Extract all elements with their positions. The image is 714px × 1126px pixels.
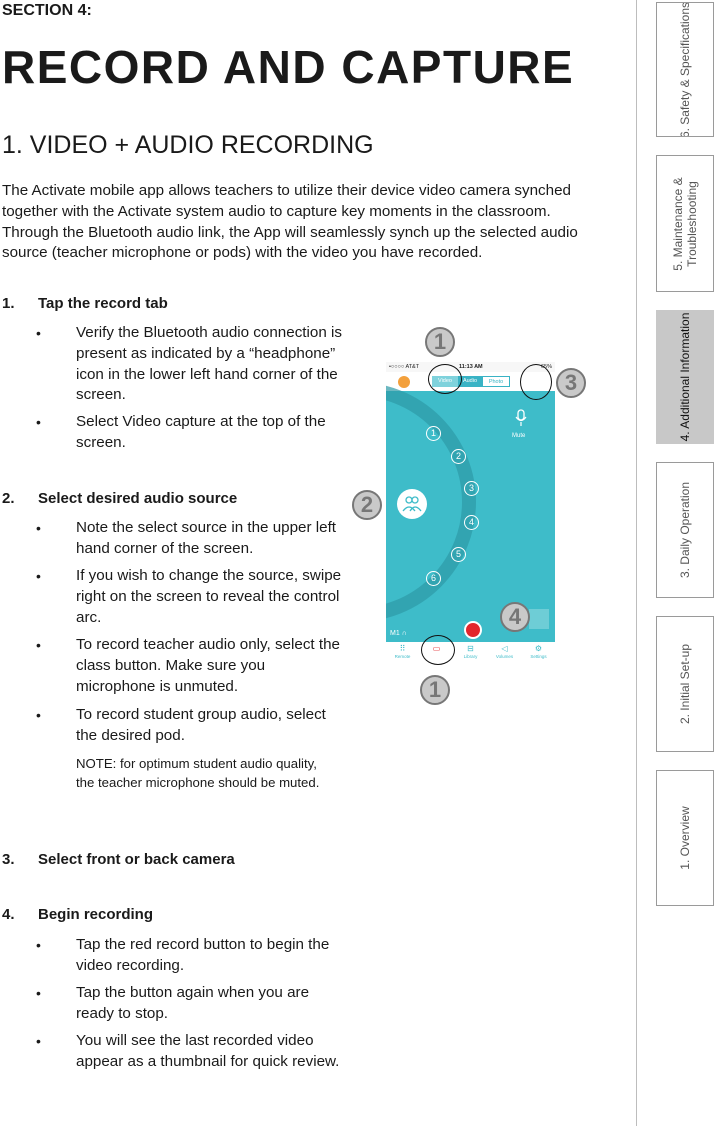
pod-button-1[interactable]: 1: [426, 426, 441, 441]
headphone-icon: ∩: [401, 630, 407, 637]
nav-remote[interactable]: ⠿Remote: [386, 642, 419, 663]
step-1-bullet-1: Verify the Bluetooth audio connection is…: [36, 323, 344, 406]
audio-source-indicator-icon[interactable]: [398, 376, 410, 388]
status-bar: •○○○○ AT&T 11:13 AM 65%: [386, 362, 555, 372]
bluetooth-channel-label: M1 ∩: [390, 630, 407, 637]
tab-maintenance-troubleshooting[interactable]: 5. Maintenance & Troubleshooting: [656, 155, 714, 292]
step-2-bullet-2: If you wish to change the source, swipe …: [36, 566, 344, 628]
step-number: 2.: [2, 490, 15, 507]
step-4-heading: 4. Begin recording: [2, 906, 153, 923]
camera-switch-icon[interactable]: [529, 609, 549, 629]
speaker-icon: ◁: [501, 644, 508, 653]
tab-label: 2. Initial Set-up: [678, 643, 692, 725]
record-button[interactable]: [464, 621, 482, 639]
nav-label: Settings: [530, 654, 547, 659]
nav-library[interactable]: ⊟Library: [454, 642, 487, 663]
pod-button-6[interactable]: 6: [426, 571, 441, 586]
class-button[interactable]: [397, 489, 427, 519]
book-icon: ⊟: [467, 644, 474, 653]
step-4-bullet-2: Tap the button again when you are ready …: [36, 983, 344, 1025]
step-4-bullet-3: You will see the last recorded video app…: [36, 1031, 344, 1073]
step-1-heading: 1. Tap the record tab: [2, 295, 168, 312]
pod-button-4[interactable]: 4: [464, 515, 479, 530]
carrier-label: •○○○○ AT&T: [389, 364, 420, 370]
battery-level: 65%: [540, 364, 552, 370]
tab-audio[interactable]: Audio: [458, 376, 482, 387]
highlight-ring-camera-switch: [520, 364, 552, 400]
pod-button-2[interactable]: 2: [451, 449, 466, 464]
bottom-nav: ⠿Remote ▭ ⊟Library ◁Volumes ⚙Settings: [386, 642, 555, 663]
tab-additional-information[interactable]: 4. Additional Information: [656, 310, 714, 444]
tab-label: 6. Safety & Specifications: [678, 2, 692, 137]
highlight-ring-video-tab: [428, 364, 462, 394]
remote-icon: ⠿: [399, 644, 406, 653]
step-title: Tap the record tab: [38, 295, 168, 312]
tab-safety-specifications[interactable]: 6. Safety & Specifications: [656, 2, 714, 137]
tab-overview[interactable]: 1. Overview: [656, 770, 714, 906]
section-label: SECTION 4:: [2, 2, 92, 19]
step-2-bullet-3: To record teacher audio only, select the…: [36, 635, 344, 697]
gear-icon: ⚙: [534, 644, 543, 653]
nav-label: Remote: [394, 654, 411, 659]
mute-label: Mute: [512, 433, 526, 439]
tab-photo[interactable]: Photo: [482, 376, 510, 387]
app-screenshot: •○○○○ AT&T 11:13 AM 65% Video Audio Phot…: [386, 362, 555, 663]
tab-label: 5. Maintenance & Troubleshooting: [671, 176, 699, 271]
group-icon: [402, 496, 422, 512]
step-2-bullet-4: To record student group audio, select th…: [36, 705, 344, 747]
step-2-note: NOTE: for optimum student audio quality,…: [76, 756, 320, 790]
step-number: 1.: [2, 295, 15, 312]
step-1-bullet-2: Select Video capture at the top of the s…: [36, 412, 344, 454]
nav-label: Volumes: [495, 654, 514, 659]
tab-label: 4. Additional Information: [678, 312, 692, 442]
tab-label: 1. Overview: [678, 806, 692, 870]
nav-settings[interactable]: ⚙Settings: [522, 642, 555, 663]
pod-button-5[interactable]: 5: [451, 547, 466, 562]
callout-1-top: 1: [425, 327, 455, 357]
callout-1-bottom: 1: [420, 675, 450, 705]
microphone-icon[interactable]: [514, 409, 528, 427]
margin-divider: [636, 0, 637, 1126]
step-title: Begin recording: [38, 906, 154, 923]
pod-button-3[interactable]: 3: [464, 481, 479, 496]
step-2-bullet-1: Note the select source in the upper left…: [36, 518, 344, 560]
status-time: 11:13 AM: [459, 364, 483, 370]
step-title: Select desired audio source: [38, 490, 238, 507]
step-2-heading: 2. Select desired audio source: [2, 490, 237, 507]
callout-3: 3: [556, 368, 586, 398]
callout-4: 4: [500, 602, 530, 632]
tab-daily-operation[interactable]: 3. Daily Operation: [656, 462, 714, 598]
step-3-heading: 3. Select front or back camera: [2, 851, 235, 868]
step-4-bullet-1: Tap the red record button to begin the v…: [36, 935, 344, 977]
callout-2: 2: [352, 490, 382, 520]
step-number: 4.: [2, 906, 15, 923]
highlight-ring-headphone: [421, 635, 455, 665]
intro-paragraph: The Activate mobile app allows teachers …: [2, 182, 578, 262]
tab-initial-setup[interactable]: 2. Initial Set-up: [656, 616, 714, 752]
tab-label: 3. Daily Operation: [678, 481, 692, 579]
nav-label: Library: [463, 654, 478, 659]
section-subtitle: 1. VIDEO + AUDIO RECORDING: [2, 131, 374, 159]
nav-volumes[interactable]: ◁Volumes: [488, 642, 521, 663]
channel-label: M1: [390, 630, 400, 637]
page-title: RECORD AND CAPTURE: [2, 41, 575, 93]
step-title: Select front or back camera: [38, 851, 235, 868]
step-number: 3.: [2, 851, 15, 868]
